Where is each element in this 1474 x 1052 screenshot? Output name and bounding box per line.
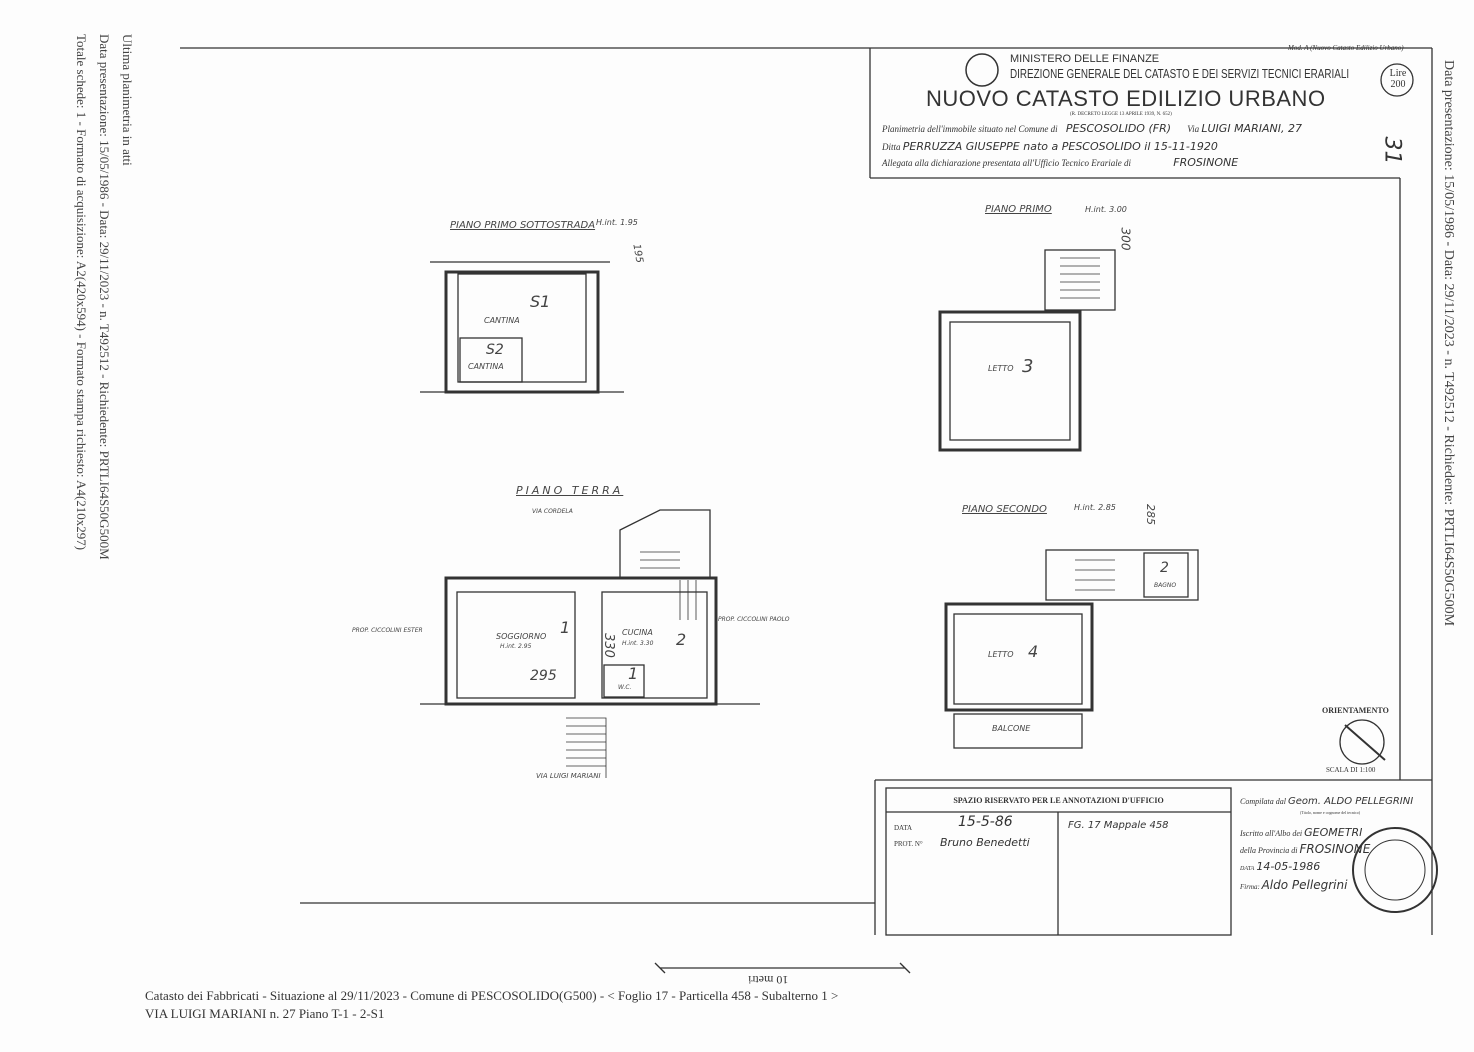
- room-bagno: BAGNO: [1154, 582, 1177, 589]
- room-cucina-height: H.int. 3.30: [622, 640, 654, 647]
- office-prot-value: Bruno Benedetti: [940, 836, 1030, 849]
- scale-label: SCALA DI 1:100: [1326, 766, 1376, 774]
- plan-title-primo: PIANO PRIMO: [985, 204, 1052, 215]
- room-no-3: 3: [1022, 356, 1034, 377]
- signature-value: Aldo Pellegrini: [1261, 878, 1348, 892]
- owner-value: PERRUZZA GIUSEPPE nato a PESCOSOLIDO il …: [902, 140, 1218, 153]
- province-label: della Provincia di: [1240, 846, 1298, 855]
- footer-line-1: Catasto dei Fabbricati - Situazione al 2…: [145, 988, 839, 1003]
- compiler-value: Geom. ALDO PELLEGRINI: [1288, 796, 1414, 807]
- compiler-sub: (Titolo, nome e cognome del tecnico): [1300, 810, 1361, 815]
- room-soggiorno: SOGGIORNO: [496, 632, 547, 641]
- province-row: della Provincia di FROSINONE: [1240, 842, 1370, 856]
- room-cantina-1: CANTINA: [484, 316, 520, 325]
- room-no-2: 2: [676, 630, 687, 649]
- side-note-right: Data presentazione: 15/05/1986 - Data: 2…: [1441, 60, 1456, 627]
- room-no-s1: S1: [530, 292, 551, 311]
- height-primo: H.int. 3.00: [1085, 205, 1127, 214]
- albo-value: GEOMETRI: [1304, 826, 1363, 839]
- compiler-date-label: DATA: [1240, 866, 1255, 872]
- province-value: FROSINONE: [1299, 842, 1371, 856]
- scale-bar-label: 10 metri: [748, 973, 789, 987]
- right-owner: PROP. CICCOLINI PAOLO: [718, 616, 790, 623]
- room-cucina: CUCINA: [622, 628, 653, 637]
- office-prot-label: PROT. N°: [894, 840, 923, 848]
- room-letto-3: LETTO: [988, 364, 1014, 373]
- room-no-4: 4: [1028, 642, 1039, 661]
- law-reference: (R. DECRETO LEGGE 13 APRILE 1939, N. 652…: [1070, 112, 1172, 117]
- owner-label: Ditta: [882, 142, 901, 152]
- model-label: Mod. A (Nuovo Catasto Edilizio Urbano): [1288, 44, 1404, 52]
- street-top: VIA CORDELA: [532, 508, 573, 515]
- compiler-row: Compilata dal Geom. ALDO PELLEGRINI: [1240, 796, 1413, 807]
- price-label: Lire 200: [1389, 68, 1407, 90]
- dim-secondo: 285: [1144, 504, 1157, 525]
- footer-line-2: VIA LUIGI MARIANI n. 27 Piano T-1 - 2-S1: [145, 1006, 385, 1021]
- street-bottom: VIA LUIGI MARIANI: [536, 772, 601, 780]
- room-cantina-2: CANTINA: [468, 362, 504, 371]
- dim-soggiorno: 295: [530, 668, 557, 684]
- location-label: Planimetria dell'immobile situato nel Co…: [882, 124, 1058, 134]
- office-date-label: DATA: [894, 824, 913, 832]
- left-owner: PROP. CICCOLINI ESTER: [352, 627, 423, 634]
- orientation-label: ORIENTAMENTO: [1322, 706, 1389, 715]
- plan-title-secondo: PIANO SECONDO: [962, 504, 1047, 515]
- dim-primo: 300: [1118, 227, 1133, 251]
- via-label: Via: [1187, 124, 1200, 134]
- compiler-label: Compilata dal: [1240, 797, 1287, 806]
- office-date-value: 15-5-86: [958, 814, 1013, 830]
- height-sottostrada: H.int. 1.95: [596, 218, 638, 227]
- room-balcone: BALCONE: [992, 724, 1031, 733]
- room-letto-4: LETTO: [988, 650, 1014, 659]
- office-label: Allegata alla dichiarazione presentata a…: [882, 158, 1131, 168]
- signature-label: Firma:: [1240, 883, 1260, 891]
- row-location: Planimetria dell'immobile situato nel Co…: [882, 122, 1302, 135]
- albo-row: Iscritto all'Albo dei GEOMETRI: [1240, 826, 1362, 839]
- room-no-wc: 1: [628, 664, 639, 683]
- side-note-last-plan: Ultima planimetria in atti: [120, 34, 135, 166]
- room-wc: W.C.: [618, 684, 632, 691]
- plan-title-terra: PIANO TERRA: [516, 484, 624, 497]
- office-value: FROSINONE: [1173, 156, 1239, 169]
- ministry-label: MINISTERO DELLE FINANZE: [1010, 53, 1160, 65]
- office-note: FG. 17 Mappale 458: [1068, 820, 1169, 831]
- room-soggiorno-height: H.int. 2.95: [500, 643, 532, 650]
- albo-label: Iscritto all'Albo dei: [1240, 829, 1303, 838]
- room-no-1: 1: [560, 618, 571, 637]
- municipality-value: PESCOSOLIDO (FR): [1065, 122, 1172, 135]
- height-secondo: H.int. 2.85: [1074, 503, 1116, 512]
- room-no-s2: S2: [486, 342, 504, 358]
- plan-title-sottostrada: PIANO PRIMO SOTTOSTRADA: [450, 220, 596, 231]
- compiler-date-row: DATA 14-05-1986: [1240, 860, 1320, 873]
- document-title: NUOVO CATASTO EDILIZIO URBANO: [926, 86, 1326, 111]
- direction-label: DIREZIONE GENERALE DEL CATASTO E DEI SER…: [1010, 66, 1350, 81]
- room-no-bagno: 2: [1160, 560, 1169, 576]
- dim-cucina: 330: [600, 633, 616, 658]
- signature-row: Firma: Aldo Pellegrini: [1240, 878, 1347, 892]
- side-note-presentation: Data presentazione: 15/05/1986 - Data: 2…: [97, 34, 112, 560]
- row-owner: Ditta PERRUZZA GIUSEPPE nato a PESCOSOLI…: [882, 140, 1218, 153]
- compiler-date-value: 14-05-1986: [1256, 860, 1321, 873]
- side-note-format: Totale schede: 1 - Formato di acquisizio…: [74, 34, 89, 551]
- via-value: LUIGI MARIANI, 27: [1201, 122, 1302, 135]
- office-box-title: SPAZIO RISERVATO PER LE ANNOTAZIONI D'UF…: [953, 796, 1164, 805]
- row-office: Allegata alla dichiarazione presentata a…: [882, 156, 1238, 169]
- sheet-number: 31: [1379, 136, 1405, 165]
